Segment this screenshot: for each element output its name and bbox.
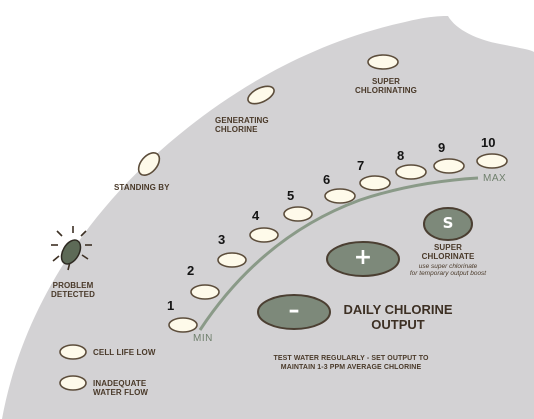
output-level-led-9	[433, 158, 465, 174]
output-level-leds	[168, 153, 508, 333]
cell-life-low-led	[59, 344, 87, 360]
level-number-10: 10	[481, 135, 496, 150]
standing-by-label: STANDING BY	[114, 183, 170, 192]
inadequate-water-flow-label: INADEQUATE WATER FLOW	[93, 379, 149, 397]
increase-output-button[interactable]	[326, 241, 400, 277]
level-number-3: 3	[218, 232, 226, 247]
level-number-8: 8	[397, 148, 405, 163]
min-label: MIN	[193, 333, 213, 344]
level-number-1: 1	[167, 298, 175, 313]
instructions-text: TEST WATER REGULARLY - SET OUTPUT TO MAI…	[273, 355, 429, 371]
level-number-2: 2	[187, 263, 195, 278]
level-number-6: 6	[323, 172, 331, 187]
output-level-led-10	[476, 153, 508, 169]
output-level-led-2	[190, 284, 220, 300]
super-chlorinating-label: SUPER CHLORINATING	[355, 77, 417, 95]
output-level-led-3	[217, 252, 247, 268]
generating-chlorine-led	[247, 85, 275, 105]
level-number-4: 4	[252, 208, 260, 223]
super-chlorinate-button[interactable]	[423, 207, 473, 241]
output-level-led-7	[359, 175, 391, 191]
generating-chlorine-label: GENERATING CHLORINE	[215, 116, 269, 134]
minus-icon[interactable]: –	[288, 298, 300, 323]
super-chlorinating-led	[367, 54, 399, 70]
decrease-output-button[interactable]	[257, 294, 331, 330]
output-level-led-5	[283, 206, 313, 222]
super-chlorinate-note: use super chlorinate for temporary outpu…	[409, 263, 487, 277]
problem-detected-label: PROBLEM DETECTED	[51, 281, 95, 299]
plus-icon[interactable]: +	[353, 245, 373, 270]
standing-by-led	[137, 151, 161, 177]
max-label: MAX	[483, 173, 507, 184]
super-chlorinate-label: SUPER CHLORINATE	[421, 243, 475, 261]
super-chlorinate-glyph[interactable]: S	[442, 214, 454, 232]
output-level-led-1	[168, 317, 198, 333]
output-level-led-4	[249, 227, 279, 243]
problem-detected-led	[51, 226, 92, 271]
panel-background	[2, 16, 534, 419]
inadequate-water-flow-led	[59, 375, 87, 391]
level-number-9: 9	[438, 140, 446, 155]
output-level-led-8	[395, 164, 427, 180]
level-number-7: 7	[357, 158, 365, 173]
daily-chlorine-output-title: DAILY CHLORINE OUTPUT	[343, 302, 453, 332]
output-level-led-6	[324, 188, 356, 204]
level-number-5: 5	[287, 188, 295, 203]
output-arc	[198, 176, 479, 331]
cell-life-low-label: CELL LIFE LOW	[93, 348, 156, 357]
